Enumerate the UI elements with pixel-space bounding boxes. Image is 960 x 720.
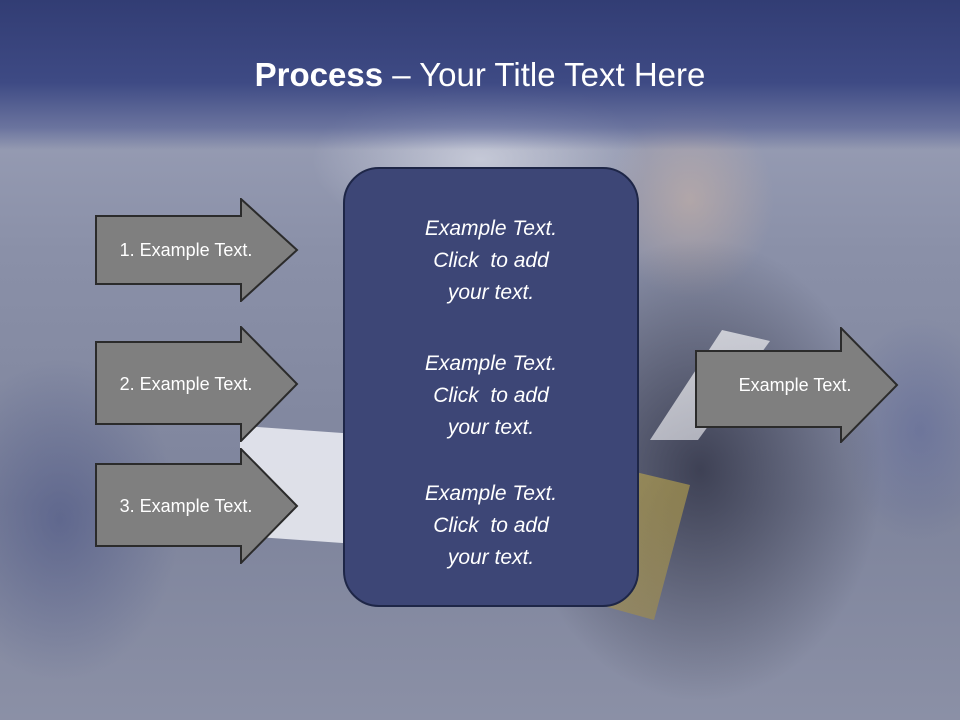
arrow-shape bbox=[695, 327, 899, 443]
step-arrow-3[interactable]: 3. Example Text. bbox=[95, 448, 299, 564]
step-arrow-1[interactable]: 1. Example Text. bbox=[95, 198, 299, 302]
slide-title[interactable]: Process – Your Title Text Here bbox=[0, 52, 960, 98]
center-text-block-3[interactable]: Example Text. Click to add your text. bbox=[345, 478, 637, 574]
title-bold: Process bbox=[254, 56, 384, 93]
step-arrow-2[interactable]: 2. Example Text. bbox=[95, 326, 299, 442]
result-arrow-label: Example Text. bbox=[738, 374, 852, 395]
block-line: Click to add bbox=[433, 384, 549, 407]
block-line: Click to add bbox=[433, 514, 549, 537]
title-rest: – Your Title Text Here bbox=[383, 56, 706, 93]
title-bar bbox=[0, 0, 960, 150]
block-line: Example Text. bbox=[424, 352, 558, 375]
arrow-shape bbox=[95, 448, 299, 564]
block-line: Click to add bbox=[433, 249, 549, 272]
step-arrow-label: 2. Example Text. bbox=[119, 373, 253, 394]
center-text-block-1[interactable]: Example Text. Click to add your text. bbox=[345, 213, 637, 309]
block-line: your text. bbox=[447, 546, 535, 569]
step-arrow-label: 3. Example Text. bbox=[119, 495, 253, 516]
center-text-box[interactable]: Example Text. Click to add your text. Ex… bbox=[343, 167, 639, 607]
block-line: Example Text. bbox=[424, 482, 558, 505]
arrow-shape bbox=[95, 326, 299, 442]
arrow-shape bbox=[95, 198, 299, 302]
block-line: your text. bbox=[447, 281, 535, 304]
step-arrow-label: 1. Example Text. bbox=[119, 239, 253, 260]
block-line: your text. bbox=[447, 416, 535, 439]
result-arrow[interactable]: Example Text. bbox=[695, 327, 899, 443]
block-line: Example Text. bbox=[424, 217, 558, 240]
center-text-block-2[interactable]: Example Text. Click to add your text. bbox=[345, 348, 637, 444]
